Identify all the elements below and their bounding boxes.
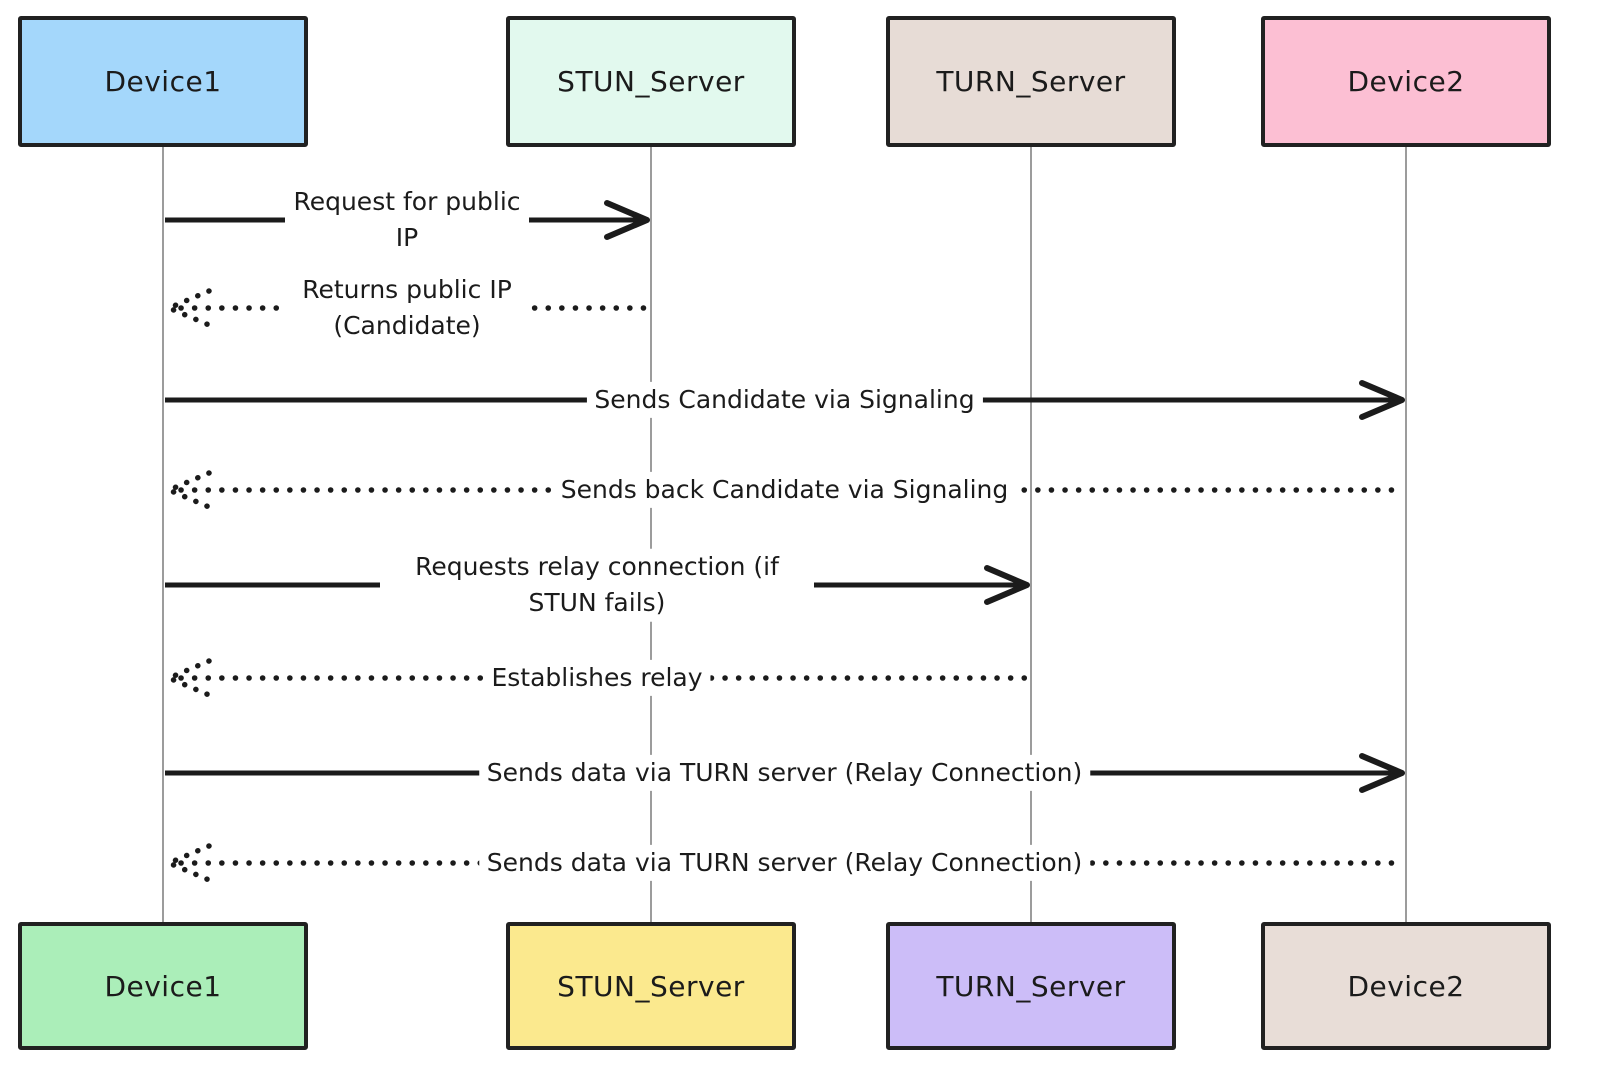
actor-label-bottom-device2: Device2: [1347, 969, 1465, 1003]
actor-box-bottom-turn_server: TURN_Server: [886, 922, 1176, 1050]
message-8: Sends data via TURN server (Relay Connec…: [163, 823, 1406, 903]
message-6: Establishes relay: [163, 638, 1031, 718]
lifeline-device1: [162, 147, 164, 922]
message-label-1: Request for public IP: [285, 183, 529, 257]
message-label-4: Sends back Candidate via Signaling: [552, 471, 1017, 509]
message-2: Returns public IP (Candidate): [163, 268, 651, 348]
actor-label-top-stun_server: STUN_Server: [557, 65, 745, 98]
actor-label-bottom-stun_server: STUN_Server: [557, 969, 745, 1003]
actor-box-bottom-stun_server: STUN_Server: [506, 922, 796, 1050]
lifeline-turn_server: [1030, 147, 1032, 922]
message-label-2: Returns public IP (Candidate): [285, 271, 529, 345]
actor-label-top-device1: Device1: [104, 65, 222, 98]
message-1: Request for public IP: [163, 180, 651, 260]
message-7: Sends data via TURN server (Relay Connec…: [163, 733, 1406, 813]
message-label-3: Sends Candidate via Signaling: [586, 381, 983, 419]
message-5: Requests relay connection (if STUN fails…: [163, 545, 1031, 625]
actor-label-top-device2: Device2: [1347, 65, 1465, 98]
actor-box-bottom-device2: Device2: [1261, 922, 1551, 1050]
lifeline-stun_server: [650, 147, 652, 922]
actor-box-top-stun_server: STUN_Server: [506, 16, 796, 147]
actor-box-top-device2: Device2: [1261, 16, 1551, 147]
message-label-7: Sends data via TURN server (Relay Connec…: [478, 754, 1091, 792]
actor-box-bottom-device1: Device1: [18, 922, 308, 1050]
actor-label-bottom-device1: Device1: [104, 969, 222, 1003]
actor-box-top-turn_server: TURN_Server: [886, 16, 1176, 147]
message-label-8: Sends data via TURN server (Relay Connec…: [478, 844, 1091, 882]
actor-label-top-turn_server: TURN_Server: [936, 65, 1126, 98]
lifeline-device2: [1405, 147, 1407, 922]
message-4: Sends back Candidate via Signaling: [163, 450, 1406, 530]
message-label-5: Requests relay connection (if STUN fails…: [380, 548, 814, 622]
message-label-6: Establishes relay: [483, 659, 711, 697]
actor-box-top-device1: Device1: [18, 16, 308, 147]
actor-label-bottom-turn_server: TURN_Server: [936, 969, 1126, 1003]
message-3: Sends Candidate via Signaling: [163, 360, 1406, 440]
